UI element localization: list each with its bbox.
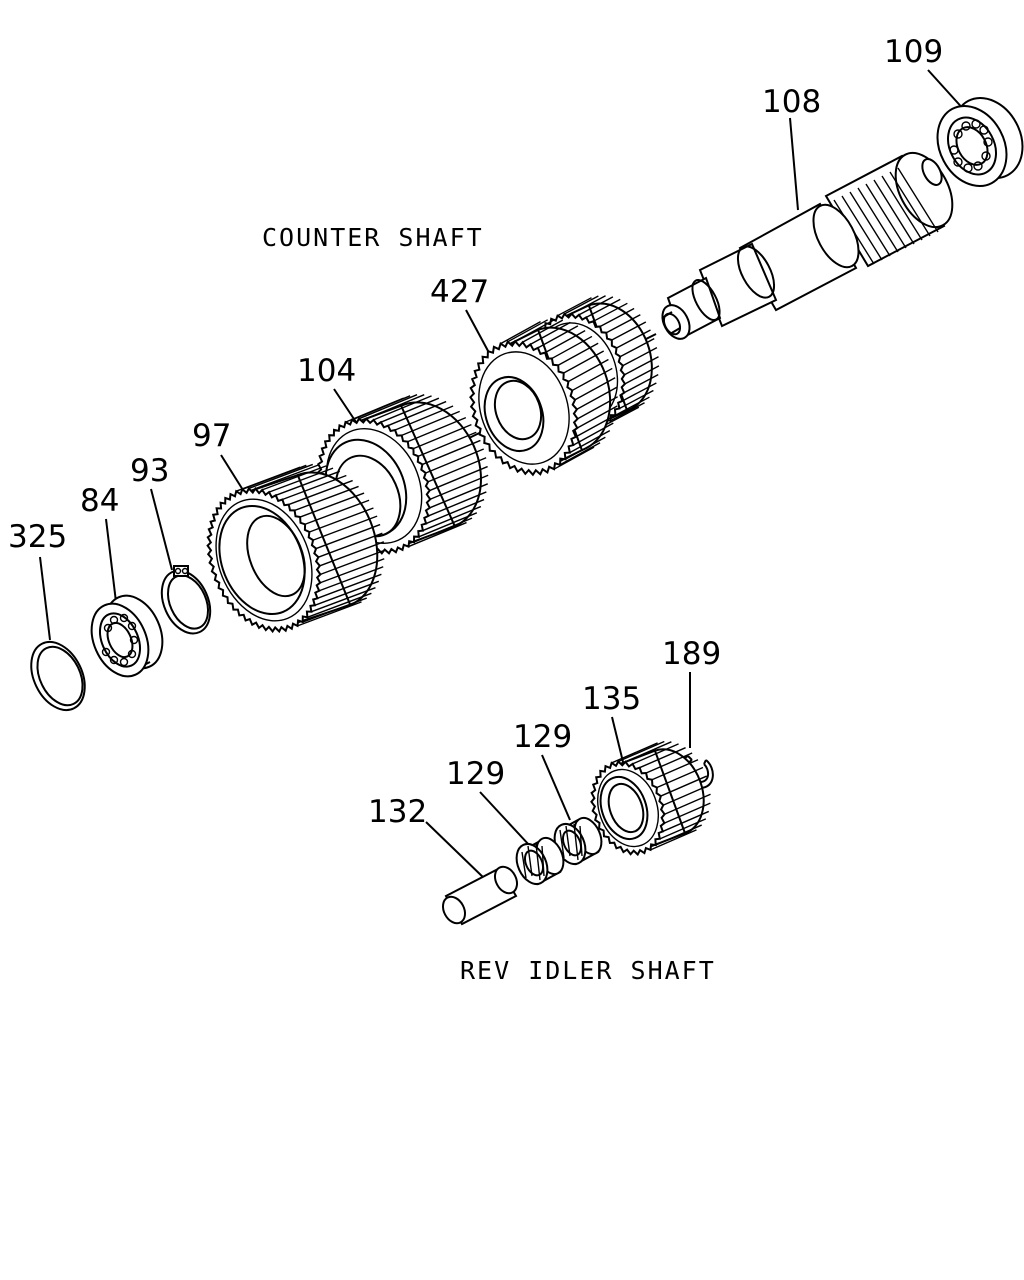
bearing-109[interactable]: [924, 86, 1024, 198]
counter-shaft-108[interactable]: [657, 143, 964, 343]
shim-ring-325[interactable]: [21, 633, 96, 719]
part-number-132[interactable]: 132: [368, 794, 427, 830]
part-number-93[interactable]: 93: [130, 453, 169, 489]
gear-135[interactable]: [587, 740, 715, 857]
part-number-189[interactable]: 189: [662, 636, 721, 672]
gear-97[interactable]: [199, 456, 397, 635]
part-number-135[interactable]: 135: [582, 681, 641, 717]
bearing-84[interactable]: [81, 587, 173, 686]
part-number-109[interactable]: 109: [884, 34, 943, 70]
part-number-129-inner[interactable]: 129: [446, 756, 505, 792]
rev-idler-shaft-caption: REV IDLER SHAFT: [460, 956, 716, 985]
counter-shaft-caption: COUNTER SHAFT: [262, 223, 484, 252]
idler-shaft-pin-132[interactable]: [439, 863, 522, 927]
part-number-129-outer[interactable]: 129: [513, 719, 572, 755]
gear-427[interactable]: [464, 291, 667, 477]
snap-ring-93[interactable]: [152, 563, 219, 641]
part-number-84[interactable]: 84: [80, 483, 119, 519]
needle-bearing-129-inner[interactable]: [511, 834, 569, 889]
part-number-97[interactable]: 97: [192, 418, 231, 454]
part-number-108[interactable]: 108: [762, 84, 821, 120]
part-number-104[interactable]: 104: [297, 353, 356, 389]
part-number-325[interactable]: 325: [8, 519, 67, 555]
part-number-427[interactable]: 427: [430, 274, 489, 310]
needle-bearing-129-outer[interactable]: [549, 814, 607, 869]
